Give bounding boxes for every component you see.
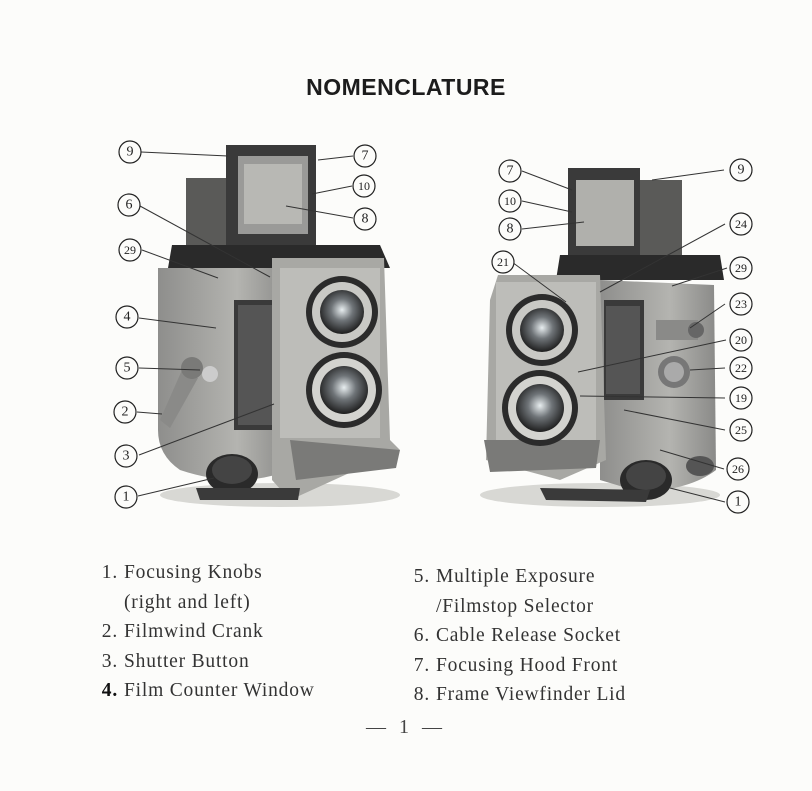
legend-item-6: 6.Cable Release Socket [400, 621, 626, 651]
callout-right-22: 22 [730, 357, 752, 379]
svg-text:1: 1 [123, 490, 130, 505]
legend-item-3: 3.Shutter Button [88, 647, 315, 677]
svg-text:29: 29 [735, 261, 747, 275]
svg-text:1: 1 [735, 495, 742, 510]
callout-left-8: 8 [354, 208, 376, 230]
legend-item-5-continued: /Filmstop Selector [400, 592, 626, 622]
callout-left-5: 5 [116, 357, 138, 379]
svg-text:24: 24 [735, 217, 747, 231]
svg-text:5: 5 [124, 361, 131, 376]
svg-text:20: 20 [735, 333, 747, 347]
svg-text:9: 9 [127, 145, 134, 160]
callout-left-4: 4 [116, 306, 138, 328]
svg-text:10: 10 [358, 179, 370, 193]
legend-item-4: 4.Film Counter Window [88, 676, 315, 706]
legend-item-7: 7.Focusing Hood Front [400, 651, 626, 681]
svg-text:3: 3 [123, 449, 130, 464]
callout-left-1: 1 [115, 486, 137, 508]
callout-left-10: 10 [353, 175, 375, 197]
callout-left-6: 6 [118, 194, 140, 216]
callout-right-29: 29 [730, 257, 752, 279]
svg-text:26: 26 [732, 462, 744, 476]
svg-text:19: 19 [735, 391, 747, 405]
svg-text:8: 8 [507, 222, 514, 237]
svg-text:9: 9 [738, 163, 745, 178]
svg-text:2: 2 [122, 405, 129, 420]
callout-right-24: 24 [730, 213, 752, 235]
callout-right-1: 1 [727, 491, 749, 513]
callout-left-29: 29 [119, 239, 141, 261]
legend-item-1-continued: (right and left) [88, 588, 315, 618]
svg-text:4: 4 [124, 310, 131, 325]
callout-right-25: 25 [730, 419, 752, 441]
svg-text:10: 10 [504, 194, 516, 208]
callout-right-7: 7 [499, 160, 521, 182]
legend-item-5: 5.Multiple Exposure [400, 562, 626, 592]
svg-text:8: 8 [362, 212, 369, 227]
callout-right-9: 9 [730, 159, 752, 181]
svg-text:6: 6 [126, 198, 133, 213]
callout-left-2: 2 [114, 401, 136, 423]
callout-left-9: 9 [119, 141, 141, 163]
legend-right-column: 5.Multiple Exposure /Filmstop Selector 6… [400, 562, 626, 710]
legend-item-2: 2.Filmwind Crank [88, 617, 315, 647]
svg-text:21: 21 [497, 255, 509, 269]
callout-right-20: 20 [730, 329, 752, 351]
callout-right-19: 19 [730, 387, 752, 409]
legend-item-8: 8.Frame Viewfinder Lid [400, 680, 626, 710]
right-camera-illustration [480, 168, 724, 507]
camera-diagram: 9 6 29 4 5 2 3 1 7 10 8 7 10 8 21 9 24 2… [0, 0, 812, 540]
callout-left-7: 7 [354, 145, 376, 167]
svg-text:29: 29 [124, 243, 136, 257]
callout-right-26: 26 [727, 458, 749, 480]
callout-right-23: 23 [730, 293, 752, 315]
svg-text:22: 22 [735, 361, 747, 375]
page-number: — 1 — [0, 716, 812, 739]
legend-item-1: 1.Focusing Knobs [88, 558, 315, 588]
svg-text:7: 7 [362, 149, 369, 164]
callout-right-8: 8 [499, 218, 521, 240]
callout-right-10: 10 [499, 190, 521, 212]
svg-text:7: 7 [507, 164, 514, 179]
svg-text:23: 23 [735, 297, 747, 311]
callout-right-21: 21 [492, 251, 514, 273]
callout-left-3: 3 [115, 445, 137, 467]
legend-left-column: 1.Focusing Knobs (right and left) 2.Film… [88, 558, 315, 706]
svg-text:25: 25 [735, 423, 747, 437]
left-camera-illustration [158, 145, 400, 507]
